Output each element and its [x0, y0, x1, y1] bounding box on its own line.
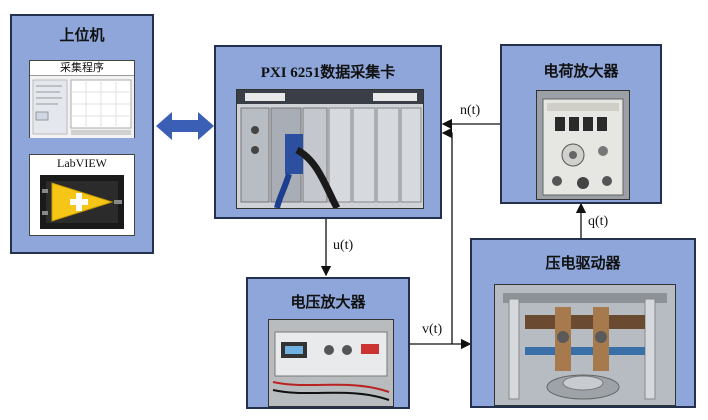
voltage-amplifier-block: 电压放大器 [246, 277, 410, 409]
charge-amplifier-title: 电荷放大器 [543, 62, 619, 80]
labview-panel: LabVIEW [29, 154, 135, 236]
host-computer-title: 上位机 [59, 26, 105, 44]
v-signal-label: v(t) [422, 322, 443, 337]
charge-amplifier-photo [536, 90, 630, 200]
labview-label: LabVIEW [57, 156, 107, 170]
program-screenshot-thumbnail [30, 76, 134, 138]
acquisition-program-panel: 采集程序 [29, 60, 135, 138]
charge-amplifier-block: 电荷放大器 [500, 44, 662, 204]
daq-card-title: PXI 6251数据采集卡 [260, 65, 396, 81]
voltage-amplifier-title: 电压放大器 [290, 293, 366, 311]
daq-chassis-photo [236, 89, 424, 209]
labview-logo-icon [40, 175, 124, 229]
piezo-driver-photo [494, 284, 676, 406]
u-signal-label: u(t) [333, 238, 354, 253]
voltage-amplifier-photo [268, 319, 394, 407]
piezo-driver-title: 压电驱动器 [545, 254, 621, 272]
acquisition-program-label: 采集程序 [30, 61, 134, 76]
piezo-driver-block: 压电驱动器 [470, 238, 696, 408]
host-computer-block: 上位机 采集程序 LabVIEW [10, 14, 154, 254]
daq-card-block: PXI 6251数据采集卡 [214, 45, 442, 219]
q-signal-label: q(t) [588, 214, 609, 229]
bidirectional-link-arrow [156, 112, 214, 140]
v-feedback-wire [441, 127, 453, 344]
n-signal-label: n(t) [460, 103, 481, 118]
